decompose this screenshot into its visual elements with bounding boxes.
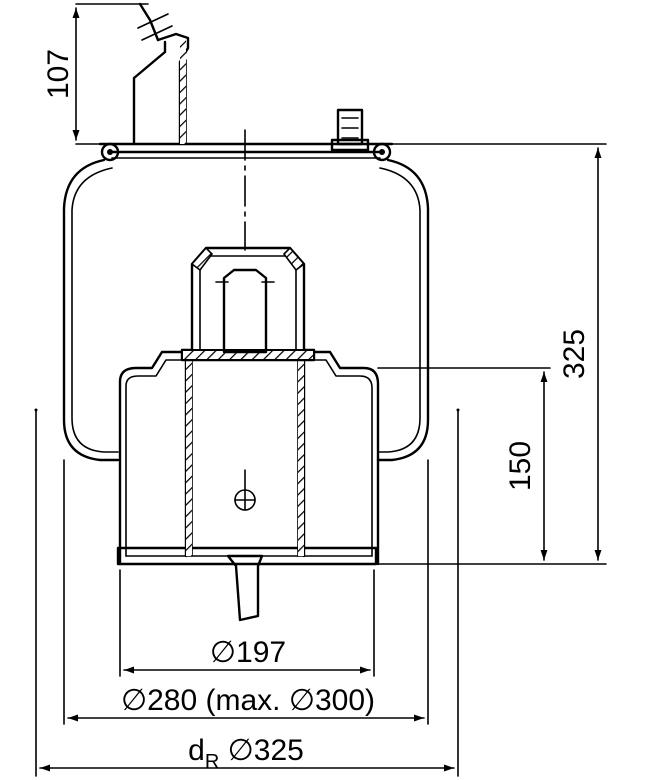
dimension-label-150: 150: [504, 441, 537, 491]
dimension-diameter-280: ∅280 (max. ∅300): [63, 459, 429, 725]
top-plate: [98, 142, 394, 162]
stud-bolt: [330, 108, 370, 152]
dimension-label-diameter-280: ∅280 (max. ∅300): [121, 684, 375, 717]
dimension-ring-diameter-325: dR ∅325: [34, 408, 460, 777]
center-mark-icon: [234, 489, 256, 511]
rubber-bellows: [62, 158, 430, 462]
ring-diameter-prefix: d: [188, 734, 205, 767]
lower-stud: [226, 554, 264, 622]
piston: [116, 350, 380, 566]
ring-diameter-value: ∅325: [219, 734, 304, 767]
ring-diameter-subscript: R: [205, 751, 219, 773]
dimension-150: 150: [377, 367, 551, 561]
bump-stop: [180, 246, 316, 362]
mounting-bracket: [132, 2, 190, 146]
dimension-label-diameter-197: ∅197: [210, 636, 286, 669]
dimension-label-325: 325: [558, 329, 591, 379]
dimension-label-107: 107: [42, 49, 75, 99]
dimension-325-height: 325: [375, 143, 607, 565]
dimension-label-ring-diameter: dR ∅325: [188, 734, 304, 773]
dimension-diameter-197: ∅197: [119, 569, 375, 677]
dimension-107: 107: [42, 3, 149, 145]
